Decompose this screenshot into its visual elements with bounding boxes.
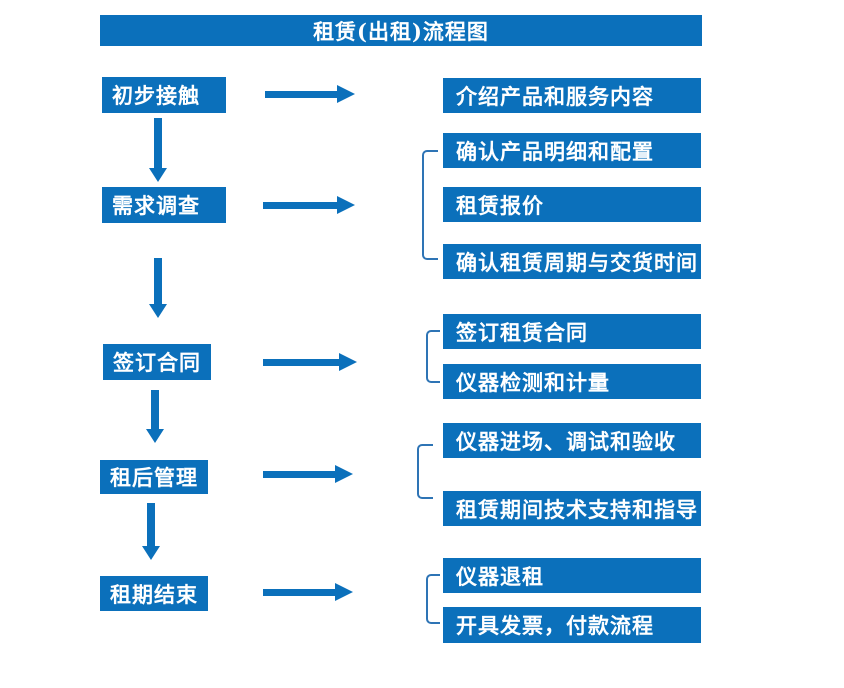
step-box-rental-end: 租期结束 bbox=[100, 576, 208, 611]
arrow-head bbox=[149, 168, 167, 182]
right-arrow-icon-2 bbox=[263, 196, 355, 214]
group-bracket-demand-survey bbox=[422, 150, 438, 260]
detail-box-instrument-entry-debug-acceptance: 仪器进场、调试和验收 bbox=[443, 423, 701, 458]
detail-box-rental-quotation: 租赁报价 bbox=[443, 187, 701, 222]
arrow-shaft bbox=[263, 588, 335, 596]
group-bracket-sign-contract bbox=[426, 330, 440, 383]
arrow-shaft bbox=[263, 470, 335, 478]
arrow-shaft bbox=[154, 118, 162, 168]
right-arrow-icon-5 bbox=[263, 583, 353, 601]
detail-box-confirm-rental-period-delivery: 确认租赁周期与交货时间 bbox=[443, 244, 701, 279]
arrow-shaft bbox=[147, 503, 155, 546]
step-box-sign-contract: 签订合同 bbox=[103, 344, 211, 380]
arrow-head bbox=[337, 196, 355, 214]
step-box-demand-survey: 需求调查 bbox=[102, 187, 226, 223]
down-arrow-icon-1 bbox=[149, 118, 167, 182]
detail-box-confirm-product-details-config: 确认产品明细和配置 bbox=[443, 133, 701, 168]
arrow-head bbox=[337, 85, 355, 103]
detail-box-instrument-return: 仪器退租 bbox=[443, 558, 701, 593]
right-arrow-icon-3 bbox=[263, 353, 357, 371]
right-arrow-icon-1 bbox=[265, 85, 355, 103]
arrow-head bbox=[335, 465, 353, 483]
down-arrow-icon-2 bbox=[149, 258, 167, 318]
step-box-post-rental-management: 租后管理 bbox=[100, 460, 208, 494]
detail-box-invoice-payment-process: 开具发票，付款流程 bbox=[443, 607, 701, 643]
down-arrow-icon-4 bbox=[142, 503, 160, 560]
arrow-head bbox=[146, 429, 164, 443]
detail-box-introduce-products-services: 介绍产品和服务内容 bbox=[443, 78, 701, 113]
arrow-shaft bbox=[151, 390, 159, 429]
arrow-shaft bbox=[263, 201, 337, 209]
group-bracket-rental-end bbox=[426, 574, 440, 624]
detail-box-instrument-testing-metering: 仪器检测和计量 bbox=[443, 364, 701, 399]
flowchart-title: 租赁(出租)流程图 bbox=[100, 15, 702, 46]
detail-box-rental-period-tech-support: 租赁期间技术支持和指导 bbox=[443, 491, 701, 526]
step-box-initial-contact: 初步接触 bbox=[102, 77, 226, 113]
arrow-shaft bbox=[263, 358, 339, 366]
arrow-head bbox=[142, 546, 160, 560]
arrow-shaft bbox=[265, 90, 337, 98]
arrow-head bbox=[339, 353, 357, 371]
arrow-head bbox=[335, 583, 353, 601]
arrow-shaft bbox=[154, 258, 162, 304]
group-bracket-post-rental-management bbox=[417, 444, 433, 499]
detail-box-sign-rental-contract: 签订租赁合同 bbox=[443, 314, 701, 349]
down-arrow-icon-3 bbox=[146, 390, 164, 443]
arrow-head bbox=[149, 304, 167, 318]
right-arrow-icon-4 bbox=[263, 465, 353, 483]
